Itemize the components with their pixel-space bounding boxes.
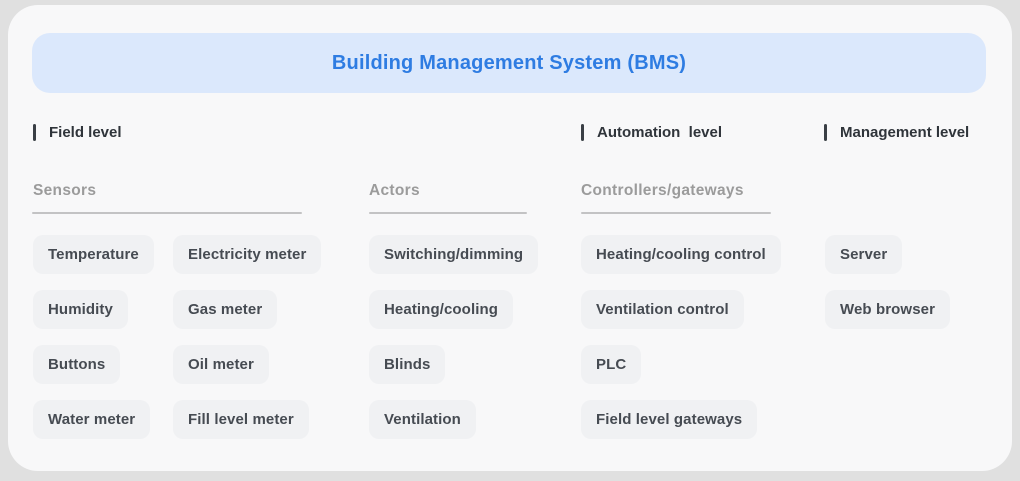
chip-field-level-gateways: Field level gateways [581,400,758,439]
chip-heating-cooling: Heating/cooling [369,290,513,329]
chip-server: Server [825,235,903,274]
heading-underline-actors [369,212,527,214]
diagram-title: Building Management System (BMS) [331,51,687,74]
chip-plc: PLC [581,345,642,384]
group-heading-sensors: Sensors [33,182,97,199]
chip-gas-meter: Gas meter [173,290,278,329]
sensors-column-a: Temperature Humidity Buttons Water meter [33,235,154,439]
chip-oil-meter: Oil meter [173,345,269,384]
bms-card: Building Management System (BMS) Field l… [8,5,1012,471]
chip-humidity: Humidity [33,290,128,329]
level-marker-bar [581,123,584,141]
actors-column: Switching/dimming Heating/cooling Blinds… [369,235,539,439]
group-heading-actors: Actors [369,182,420,199]
level-marker-bar [33,123,36,141]
level-label-field: Field level [33,123,122,141]
chip-water-meter: Water meter [33,400,151,439]
chip-electricity-meter: Electricity meter [173,235,322,274]
level-label-automation: Automation level [581,123,722,141]
management-column: Server Web browser [825,235,951,329]
controllers-column: Heating/cooling control Ventilation cont… [581,235,781,439]
heading-underline-controllers [581,212,771,214]
chip-switching-dimming: Switching/dimming [369,235,539,274]
chip-buttons: Buttons [33,345,121,384]
level-label-text: Management level [840,123,970,141]
level-label-management: Management level [824,123,969,141]
chip-ventilation-control: Ventilation control [581,290,744,329]
chip-temperature: Temperature [33,235,154,274]
chip-ventilation: Ventilation [369,400,476,439]
chip-heating-cooling-control: Heating/cooling control [581,235,781,274]
level-label-text: Automation level [597,123,723,141]
level-marker-bar [824,123,827,141]
sensors-column-b: Electricity meter Gas meter Oil meter Fi… [173,235,322,439]
chip-fill-level-meter: Fill level meter [173,400,309,439]
chip-web-browser: Web browser [825,290,951,329]
group-heading-controllers: Controllers/gateways [581,182,744,199]
heading-underline-sensors [32,212,302,214]
level-label-text: Field level [49,123,122,141]
chip-blinds: Blinds [369,345,446,384]
title-band: Building Management System (BMS) [32,33,986,93]
